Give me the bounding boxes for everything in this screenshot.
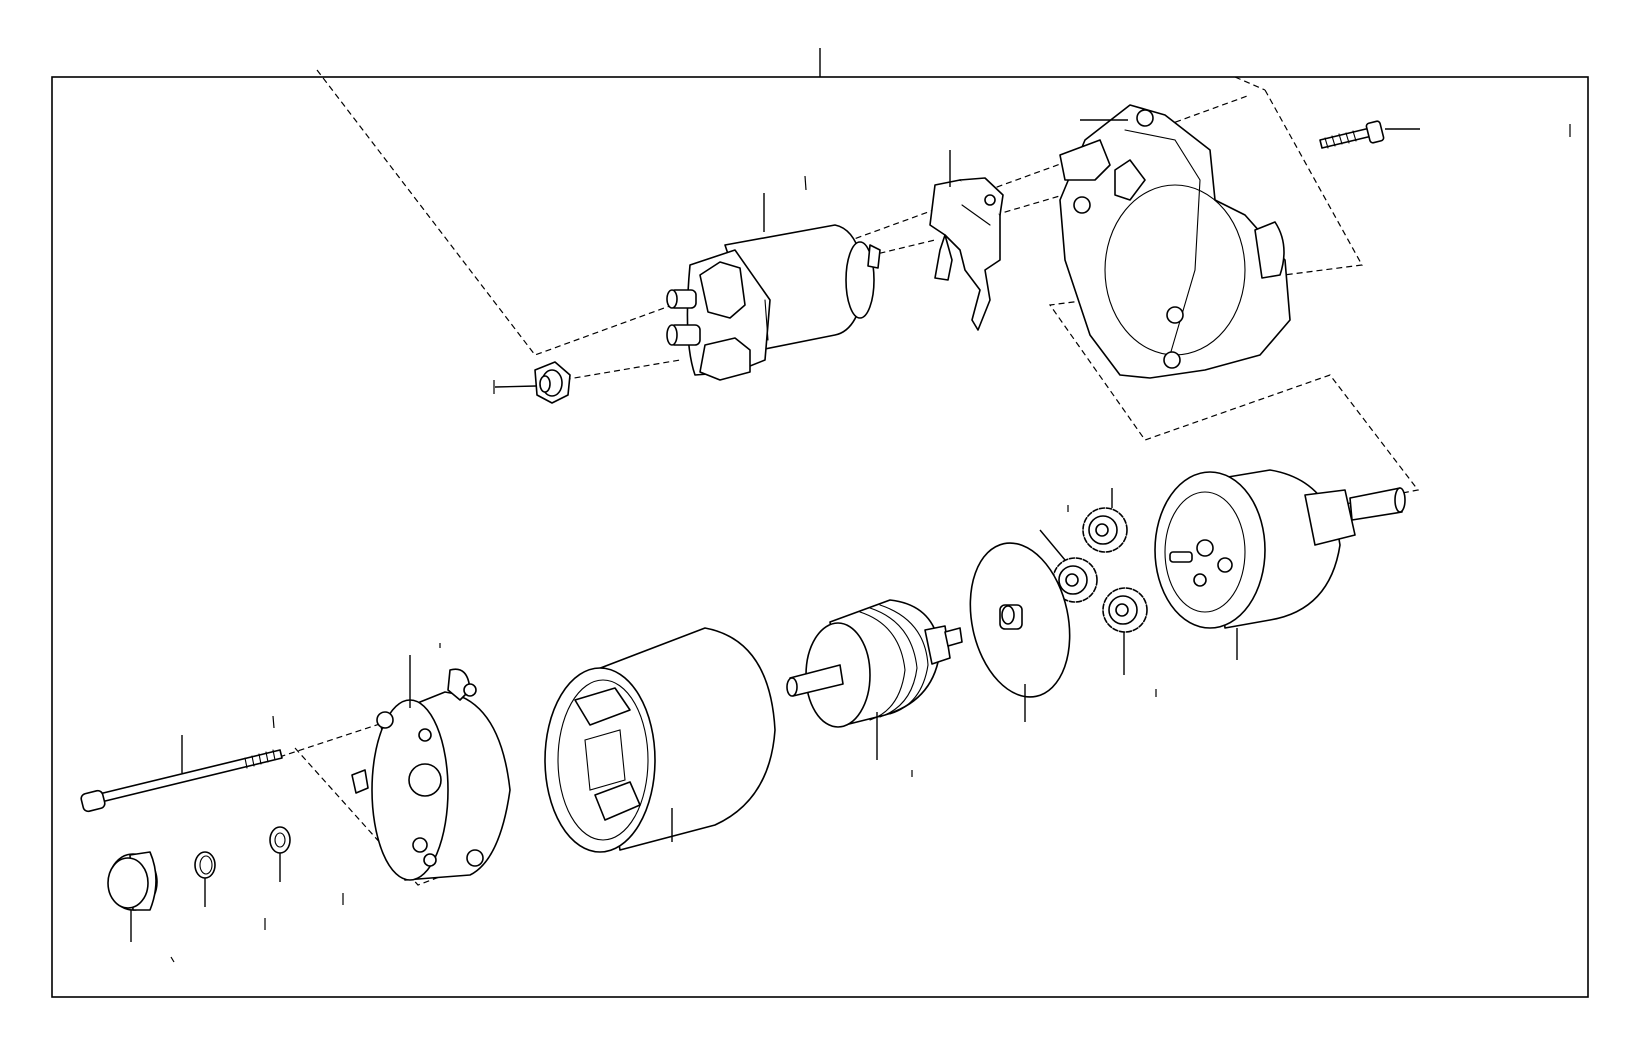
- diagram-frame: [51, 76, 1589, 998]
- through-bolt-tick: [272, 715, 275, 729]
- planetary-gear-3: [1102, 587, 1148, 633]
- end-cover: [107, 851, 158, 911]
- terminal-nut-leader: [494, 385, 537, 388]
- planetary-gear-2: [1082, 507, 1128, 553]
- clutch-pinion-assembly: [1154, 469, 1406, 629]
- planetary-gear-1: [1052, 557, 1098, 603]
- through-bolt: [80, 749, 283, 813]
- drive-housing: [1059, 104, 1291, 379]
- planetary-gear-1-leader: [1039, 529, 1066, 561]
- yoke: [544, 627, 776, 853]
- commutator-end-frame: [351, 668, 511, 881]
- shift-lever: [929, 177, 1004, 331]
- solenoid-switch: [666, 224, 881, 381]
- center-bearing-plate: [969, 542, 1071, 698]
- armature: [786, 599, 963, 728]
- housing-screw: [1319, 120, 1385, 149]
- terminal-nut: [534, 361, 571, 404]
- end-cover-tick: [170, 956, 175, 963]
- lock-ring: [194, 851, 216, 879]
- solenoid-tick: [804, 175, 807, 191]
- washer: [269, 826, 291, 854]
